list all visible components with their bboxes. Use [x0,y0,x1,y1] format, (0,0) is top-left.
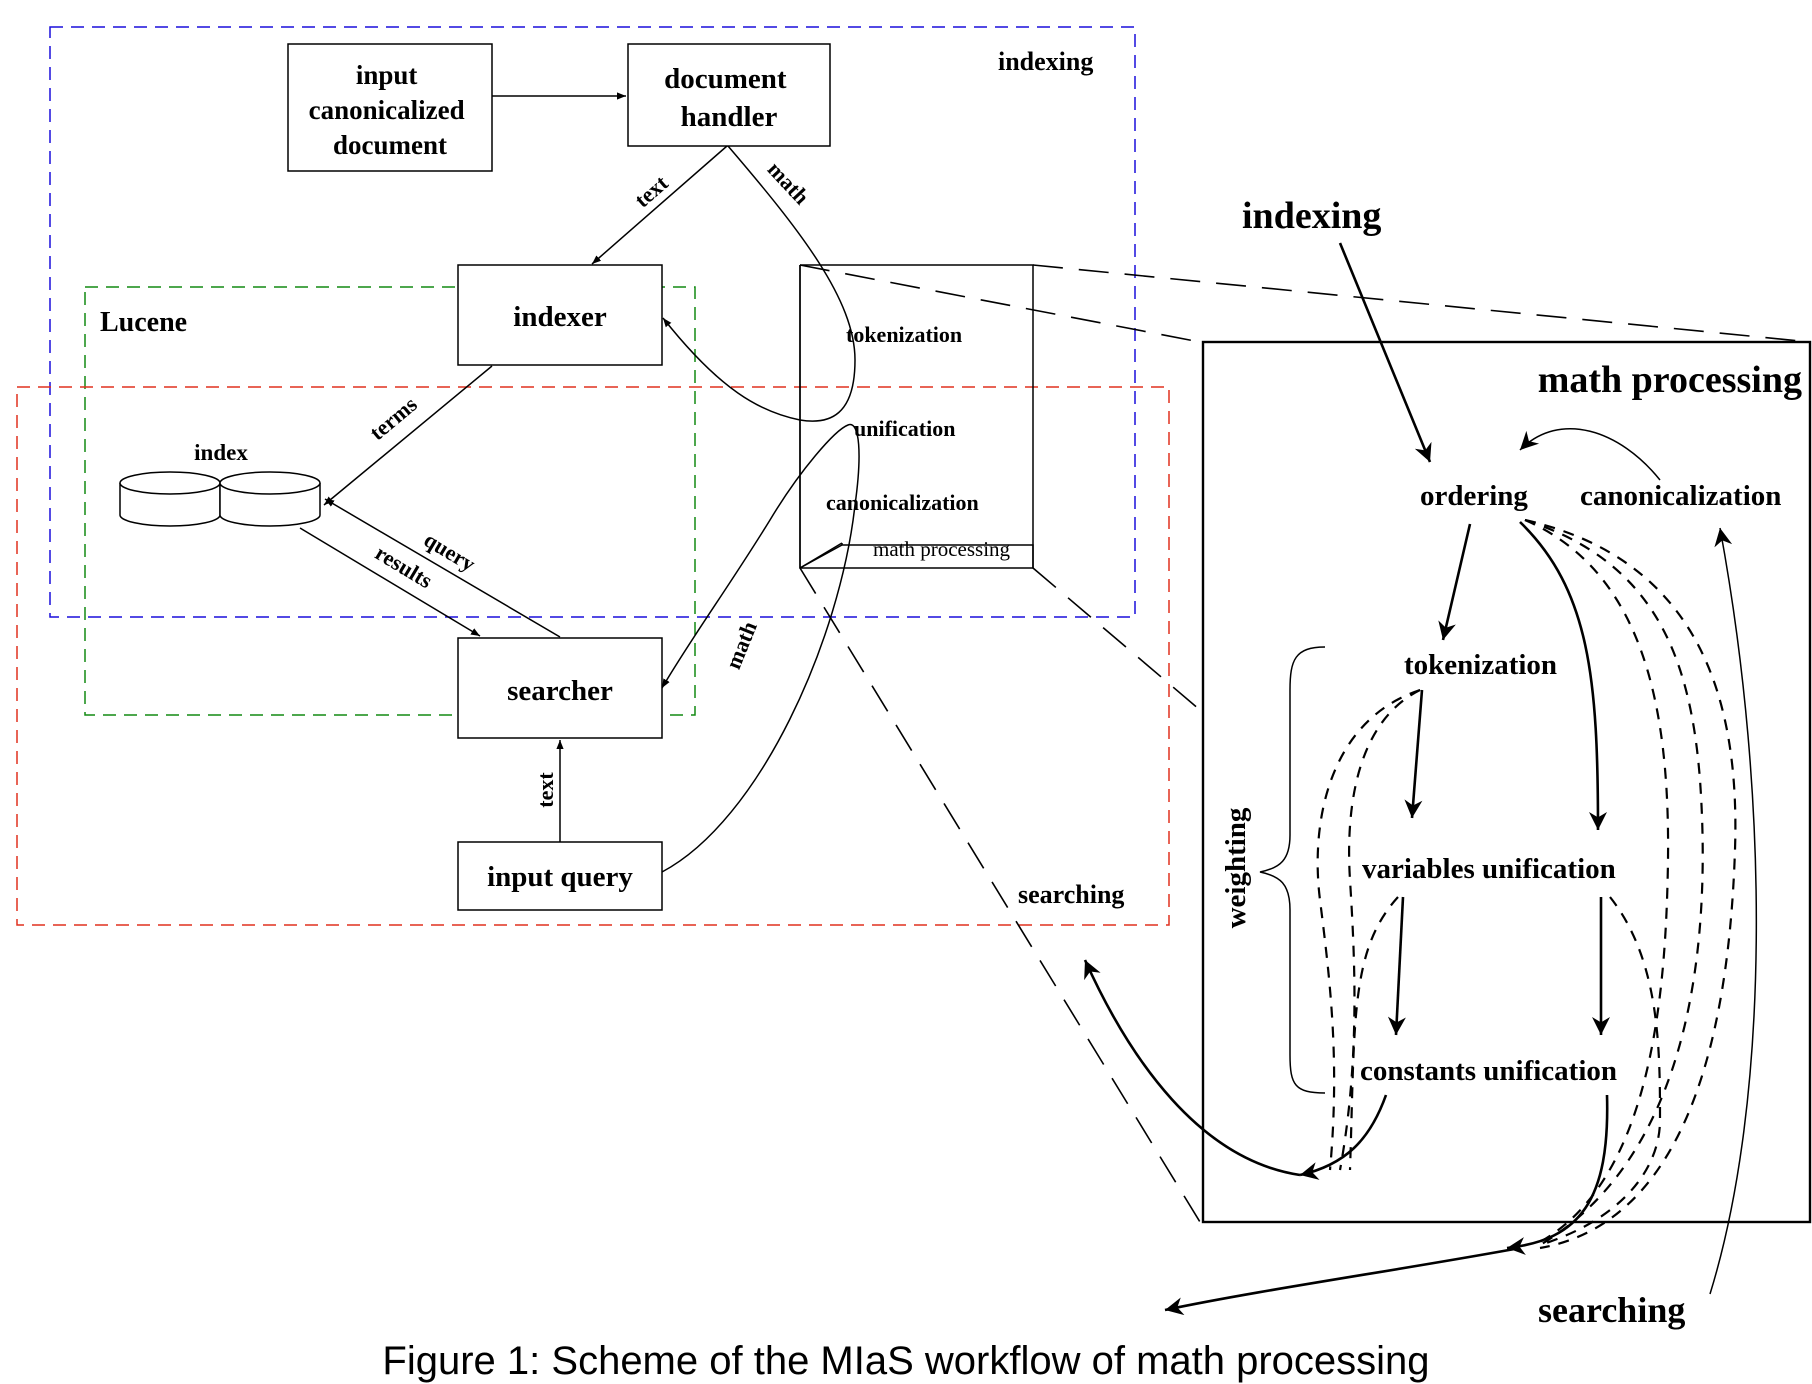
ordering-label: ordering [1420,480,1528,512]
canonicalization-label: canonicalization [1580,480,1781,512]
constants-unification-label: constants unification [1360,1055,1617,1087]
edge-terms-label: terms [365,391,423,445]
lucene-region-label: Lucene [100,307,187,338]
edge-terms [323,365,493,506]
input-document-line-2: canonicalized [309,95,465,125]
mp-unification: unification [854,416,955,441]
index-cylinder-2 [219,471,321,527]
edge-math-top-label: math [763,156,815,209]
lucene-region [84,286,696,716]
arrow-variables-to-constants [1387,896,1406,1036]
arrow-const-right-to-bottom [1506,1094,1609,1255]
weighting-label: weighting [1220,807,1252,928]
right-indexing-label: indexing [1242,195,1381,237]
indexing-region [49,26,1136,618]
document-handler-line-2: handler [681,101,778,133]
dashed-tokenization-left-1 [1316,688,1421,1171]
input-document-node: input canonicalized document [287,43,493,172]
dashed-variables-right [1539,896,1662,1247]
math-index-curve [662,145,856,422]
figure-caption-text: Figure 1: Scheme of the MIaS workflow of… [382,1339,1430,1383]
svg-text:input canonicalized: input canonicalized document [309,60,472,160]
math-processing-detail-box [1201,340,1812,1224]
edge-text-bottom-label: text [533,772,558,808]
arrow-constants-to-bottom [1299,1094,1388,1180]
mp-caption: math processing [873,537,1011,561]
arrow-ordering-to-variables [1519,521,1607,831]
right-searching-label: searching [1538,1290,1685,1330]
math-search-curve-in [661,423,860,873]
projection-bottom-1 [799,567,1201,1223]
input-query-node: input query [457,841,663,911]
projection-bottom-2 [1032,567,1201,711]
index-cylinder-1 [119,471,221,527]
arrow-ordering-to-tokenization [1438,523,1472,641]
math-processing-title: math processing [1538,359,1802,401]
searcher-label: searcher [507,675,613,707]
searching-region-label: searching [1018,880,1124,909]
mp-canonicalization: canonicalization [826,490,979,515]
variables-unification-label: variables unification [1362,853,1616,885]
dashed-variables-left [1348,896,1399,1171]
projection-top-2 [1032,264,1811,343]
arrow-bottom-to-left [1164,1246,1521,1316]
edge-math-bottom-label: math [720,618,761,673]
indexer-label: indexer [513,301,607,333]
document-handler-node: document handler [627,43,831,147]
svg-text:document handler: document handler [664,63,794,133]
projection-top-1 [799,264,1201,343]
arrow-tokenization-to-variables [1404,689,1424,819]
arrow-indexing-to-ordering [1338,242,1432,463]
input-query-label: input query [487,861,633,893]
arrow-canonicalization-to-ordering [1519,427,1661,481]
edge-text-top-label: text [630,170,674,213]
arrow-bottom-to-searching-up [1083,959,1301,1177]
tokenization-label: tokenization [1404,649,1557,681]
searcher-node: searcher [457,637,663,739]
dashed-ordering-right-2 [1524,518,1704,1246]
index-database: index [119,440,321,527]
indexing-region-label: indexing [998,47,1093,76]
index-label: index [194,440,248,465]
edge-text-top [591,145,728,265]
arrow-searching-to-canonicalization [1709,527,1758,1295]
searching-region [16,386,1170,926]
indexer-node: indexer [457,264,663,366]
mp-tokenization: tokenization [846,322,962,347]
edge-results [299,527,481,637]
input-document-line-1: input [356,60,418,90]
input-document-line-3: document [333,130,447,160]
document-handler-line-1: document [664,63,787,95]
edge-query [324,498,561,638]
weighting-brace [1259,646,1326,1094]
figure-caption: Figure 1: Scheme of the MIaS workflow of… [0,1338,1812,1384]
